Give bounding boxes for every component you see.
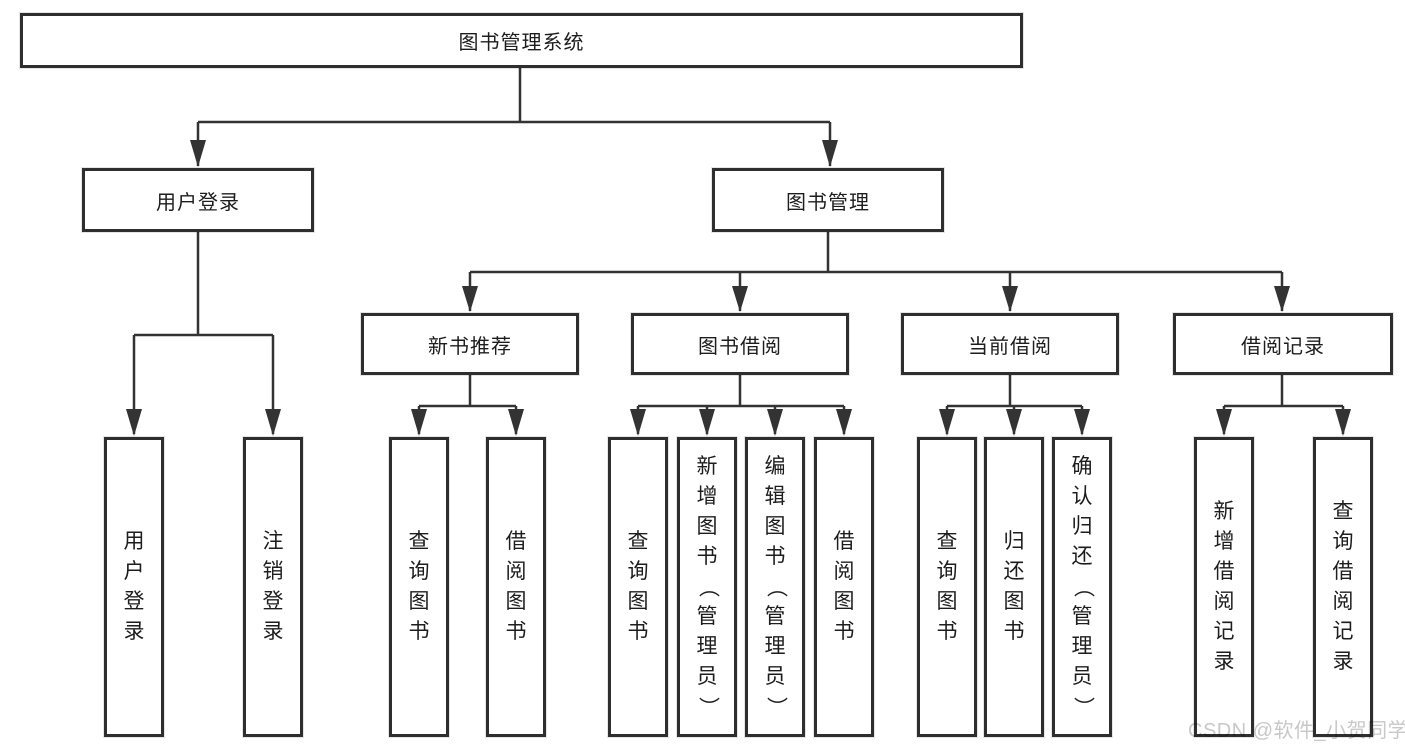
connector-book-mgmt-groups (468, 232, 1284, 311)
leaf-cb-confirm-return-admin: 确认归还（管理员） (1052, 437, 1112, 737)
leaf-logout-login-label: 注销登录 (262, 530, 284, 643)
leaf-bb-query-books: 查询图书 (608, 437, 668, 737)
node-book-mgmt: 图书管理 (712, 168, 944, 232)
node-new-book-recommend: 新书推荐 (361, 313, 579, 375)
node-user-login-label: 用户登录 (156, 191, 240, 214)
arrowheads (126, 140, 1351, 436)
node-borrow-records-label: 借阅记录 (1241, 335, 1325, 358)
leaf-bb-add-books-admin: 新增图书（管理员） (677, 437, 737, 737)
node-book-borrow-label: 图书借阅 (698, 335, 782, 358)
leaf-bb-borrow-books-label: 借阅图书 (833, 530, 855, 643)
leaf-user-login-label: 用户登录 (123, 530, 145, 643)
leaf-bb-add-books-admin-label: 新增图书（管理员） (696, 455, 719, 718)
leaf-bb-edit-books-admin: 编辑图书（管理员） (745, 437, 805, 737)
connector-borrow-record-children (1222, 375, 1345, 434)
node-book-mgmt-label: 图书管理 (786, 191, 870, 214)
leaf-br-query-record-label: 查询借阅记录 (1332, 500, 1354, 673)
leaf-cb-return-books-label: 归还图书 (1003, 530, 1025, 643)
connector-user-login-children (132, 232, 275, 434)
node-borrow-records: 借阅记录 (1173, 313, 1393, 375)
node-current-borrow: 当前借阅 (901, 313, 1119, 375)
node-current-borrow-label: 当前借阅 (968, 335, 1052, 358)
csdn-watermark: CSDN @软件_小贺同学 (1188, 720, 1405, 742)
leaf-bb-borrow-books: 借阅图书 (814, 437, 874, 737)
leaf-nb-query-books: 查询图书 (389, 437, 449, 737)
leaf-br-add-record-label: 新增借阅记录 (1213, 500, 1235, 673)
leaf-cb-return-books: 归还图书 (984, 437, 1044, 737)
connector-root-to-level2 (196, 68, 832, 166)
connector-new-book-children (417, 375, 518, 434)
node-root: 图书管理系统 (20, 13, 1023, 68)
connector-book-borrow-children (636, 375, 846, 434)
node-user-login: 用户登录 (82, 168, 314, 232)
leaf-br-add-record: 新增借阅记录 (1194, 437, 1254, 737)
leaf-bb-query-books-label: 查询图书 (627, 530, 649, 643)
leaf-cb-confirm-return-admin-label: 确认归还（管理员） (1071, 455, 1094, 718)
leaf-cb-query-books: 查询图书 (917, 437, 977, 737)
node-book-borrow: 图书借阅 (631, 313, 849, 375)
node-root-label: 图书管理系统 (458, 32, 585, 54)
leaf-cb-query-books-label: 查询图书 (936, 530, 958, 643)
leaf-logout-login: 注销登录 (243, 437, 303, 737)
leaf-nb-borrow-books: 借阅图书 (486, 437, 546, 737)
leaf-user-login: 用户登录 (104, 437, 164, 737)
leaf-bb-edit-books-admin-label: 编辑图书（管理员） (764, 455, 787, 718)
node-new-book-recommend-label: 新书推荐 (428, 335, 512, 358)
leaf-br-query-record: 查询借阅记录 (1313, 437, 1373, 737)
leaf-nb-query-books-label: 查询图书 (408, 530, 430, 643)
leaf-nb-borrow-books-label: 借阅图书 (505, 530, 527, 643)
